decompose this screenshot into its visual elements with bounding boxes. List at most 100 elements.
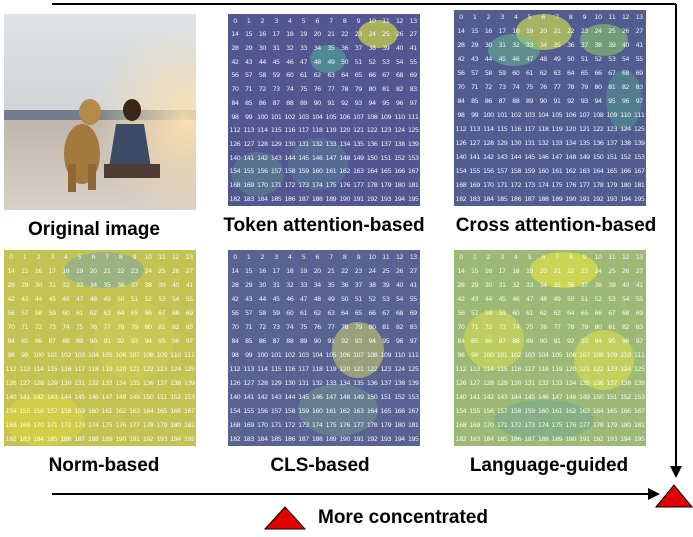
token-index: 27 [185,266,194,275]
token-index: 187 [298,434,309,443]
token-index: 156 [482,166,494,175]
token-index: 119 [325,364,337,373]
token-index: 124 [394,126,405,135]
token-index: 94 [594,96,602,105]
token-index: 185 [46,434,58,443]
token-index: 54 [395,294,404,303]
token-index: 180 [394,420,405,429]
token-index: 78 [117,322,125,331]
token-index: 70 [457,82,465,91]
token-index: 7 [329,252,333,261]
token-index: 123 [156,364,167,373]
token-index: 151 [380,392,391,401]
token-index: 118 [87,364,99,373]
token-index: 69 [635,68,644,77]
token-index: 113 [469,124,480,133]
token-index: 166 [170,406,181,415]
token-index: 42 [231,57,239,66]
token-index: 58 [484,308,493,317]
token-index: 88 [286,98,294,107]
token-index: 65 [354,308,363,317]
token-index: 41 [409,280,418,289]
token-index: 19 [299,30,308,39]
token-index: 176 [339,181,350,190]
token-index: 115 [496,364,508,373]
token-index: 116 [60,364,71,373]
token-index: 29 [245,44,253,53]
token-index: 26 [621,266,630,275]
token-index: 125 [633,124,645,133]
token-index: 38 [368,44,376,53]
token-index: 143 [496,152,508,161]
token-index: 61 [525,68,534,77]
token-index: 120 [339,364,350,373]
token-index: 110 [394,350,405,359]
token-index: 50 [341,57,349,66]
token-index: 20 [89,266,98,275]
token-index: 49 [327,294,335,303]
token-index: 190 [339,434,350,443]
token-index: 20 [313,266,322,275]
token-index: 126 [455,138,467,147]
token-index: 106 [339,350,350,359]
token-index: 149 [578,392,590,401]
token-index: 89 [75,336,84,345]
token-index: 147 [551,152,563,161]
token-index: 87 [272,98,280,107]
token-index: 165 [380,406,391,415]
token-index: 62 [89,308,98,317]
token-index: 175 [101,420,113,429]
token-index: 32 [286,280,294,289]
token-index: 134 [565,138,576,147]
token-index: 104 [311,350,323,359]
token-index: 46 [62,294,70,303]
token-index: 187 [524,434,535,443]
token-index: 15 [471,26,479,35]
token-index: 161 [551,166,563,175]
token-index: 25 [158,266,166,275]
token-index: 90 [89,336,98,345]
token-index: 118 [537,364,549,373]
token-index: 78 [567,322,575,331]
token-index: 184 [482,434,494,443]
token-index: 169 [243,420,254,429]
token-index: 62 [313,308,322,317]
token-index: 142 [482,392,494,401]
token-index: 185 [496,194,508,203]
token-index: 55 [185,294,194,303]
token-index: 56 [231,71,239,80]
token-index: 24 [368,30,376,39]
token-index: 137 [380,378,391,387]
token-index: 95 [608,336,616,345]
token-index: 59 [272,308,280,317]
token-index: 79 [130,322,139,331]
token-index: 7 [555,12,559,21]
token-index: 42 [231,294,239,303]
token-index: 112 [455,364,467,373]
token-index: 106 [115,350,126,359]
token-index: 175 [551,420,563,429]
token-index: 189 [325,434,337,443]
token-index: 62 [539,308,548,317]
token-index: 194 [170,434,181,443]
token-index: 44 [484,54,493,63]
token-index: 85 [471,336,479,345]
token-index: 59 [48,308,56,317]
token-index: 131 [298,378,309,387]
token-index: 78 [341,322,349,331]
token-index: 176 [565,420,576,429]
token-index: 12 [395,16,404,25]
token-index: 35 [103,280,111,289]
token-index: 76 [539,82,548,91]
token-index: 172 [510,420,521,429]
token-index: 46 [512,54,520,63]
token-index: 180 [394,181,405,190]
token-index: 101 [46,350,58,359]
token-index: 188 [537,194,549,203]
token-index: 34 [313,44,322,53]
token-index: 141 [243,153,254,162]
token-index: 51 [354,294,363,303]
token-index: 79 [354,322,363,331]
token-index: 123 [606,124,617,133]
